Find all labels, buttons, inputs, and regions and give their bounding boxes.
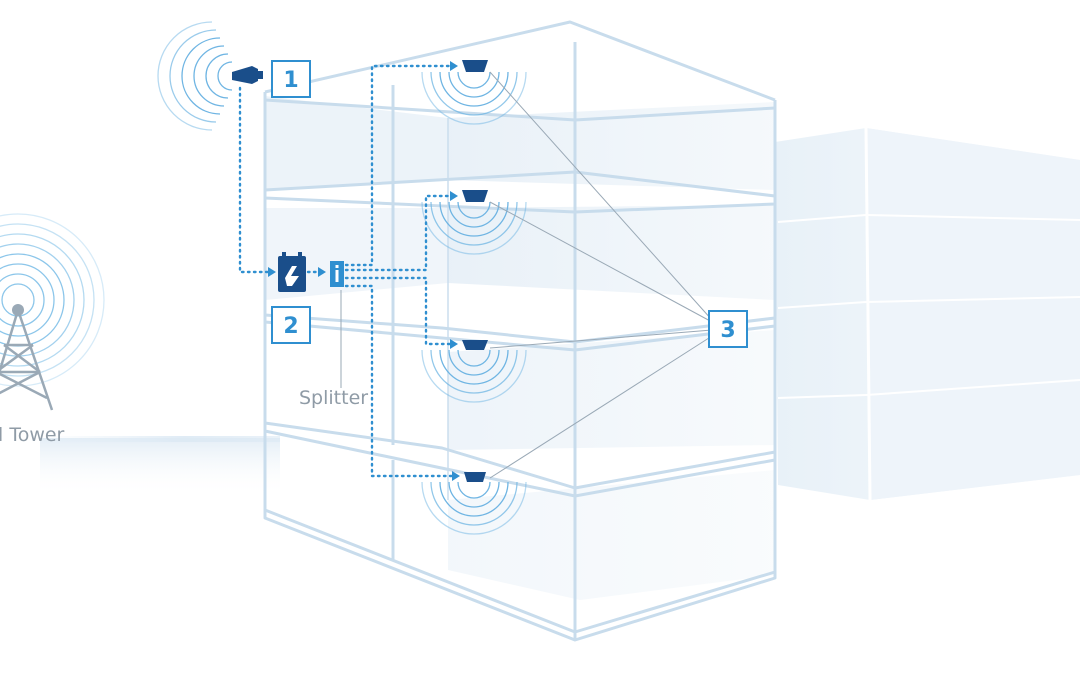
badge-3-leader-lines — [489, 71, 713, 479]
inside-antenna-waves — [421, 71, 527, 535]
splitter-icon — [330, 261, 344, 287]
ground-shadow — [40, 436, 280, 496]
svg-text:2: 2 — [283, 314, 298, 339]
svg-text:3: 3 — [720, 318, 735, 343]
coax-cables — [238, 64, 454, 478]
splitter-label: Splitter — [299, 387, 368, 409]
main-building — [263, 20, 777, 642]
ceiling-antenna-icon — [462, 60, 488, 72]
badge-inside-antennas: 3 — [708, 310, 748, 348]
cell-tower-icon — [0, 213, 105, 411]
booster-icon — [278, 252, 306, 292]
outside-antenna-waves — [157, 21, 233, 131]
badge-booster: 2 — [271, 306, 311, 344]
tower-label: l Tower — [0, 424, 65, 446]
ceiling-antenna-icons — [462, 60, 488, 482]
ceiling-antenna-icon — [462, 340, 488, 350]
ceiling-antenna-icon — [462, 190, 488, 202]
background-building — [775, 127, 1080, 501]
badge-outside-antenna: 1 — [271, 60, 311, 98]
cable-arrowheads — [268, 61, 460, 481]
svg-text:1: 1 — [283, 68, 298, 93]
outside-antenna-icon — [232, 66, 263, 84]
ceiling-antenna-icon — [464, 472, 486, 482]
